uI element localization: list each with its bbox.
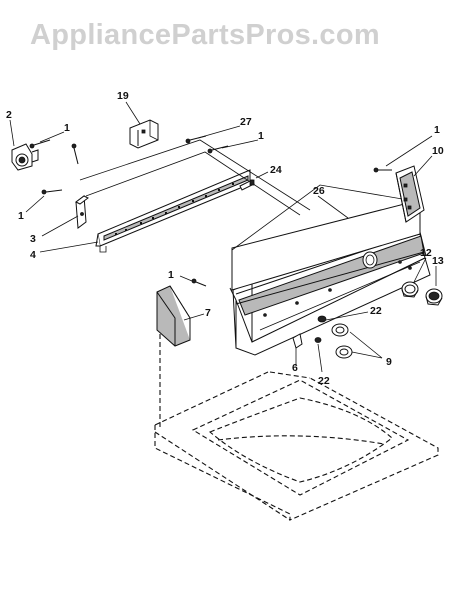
- knob-9-upper: [331, 323, 349, 337]
- rear-bracket: [129, 119, 159, 149]
- callout-2: 2: [6, 109, 12, 121]
- callout-4: 4: [30, 249, 36, 261]
- shaft-24: [239, 179, 255, 191]
- callout-1-left-screw: 1: [64, 122, 70, 134]
- callout-26: 26: [313, 185, 325, 197]
- knob-9-lower: [335, 345, 353, 359]
- back-rail: [79, 139, 311, 211]
- callout-6: 6: [292, 362, 298, 374]
- left-end-cap: [156, 285, 191, 347]
- leader-lines: [9, 101, 437, 373]
- clip-6: [292, 333, 303, 349]
- callout-labels: 2 1 19 27 1 1 10 24 26 1 3 4 12 13 1 7 2…: [6, 90, 444, 387]
- control-knob-12: [401, 281, 419, 298]
- callout-7: 7: [205, 307, 211, 319]
- screws: [29, 135, 392, 287]
- watermark-logo: AppliancePartsPros.com: [30, 19, 380, 51]
- callout-22-upper: 22: [370, 305, 382, 317]
- mounting-bracket: [95, 169, 251, 253]
- bracket-clip: [75, 195, 89, 229]
- right-end-cap: [395, 165, 425, 223]
- callout-1-clip-screw: 1: [18, 210, 24, 222]
- callout-27: 27: [240, 116, 252, 128]
- callout-1-right-screw: 1: [434, 124, 440, 136]
- callout-13: 13: [432, 255, 444, 267]
- callout-1-rail-screw: 1: [258, 130, 264, 142]
- control-knob-13: [425, 288, 443, 306]
- left-switch: [11, 143, 39, 171]
- callout-9: 9: [386, 356, 392, 368]
- callout-22-lower: 22: [318, 375, 330, 387]
- callout-3: 3: [30, 233, 36, 245]
- spacer-22-lower: [314, 337, 322, 343]
- callout-24: 24: [270, 164, 282, 176]
- callout-12: 12: [420, 247, 432, 259]
- cabinet-top-outline: [154, 371, 439, 521]
- callout-19: 19: [117, 90, 129, 102]
- callout-10: 10: [432, 145, 444, 157]
- spacer-22-upper: [317, 315, 327, 323]
- console-panel: [229, 184, 431, 356]
- callout-1-console-screw: 1: [168, 269, 174, 281]
- back-rail-lower: [85, 151, 301, 216]
